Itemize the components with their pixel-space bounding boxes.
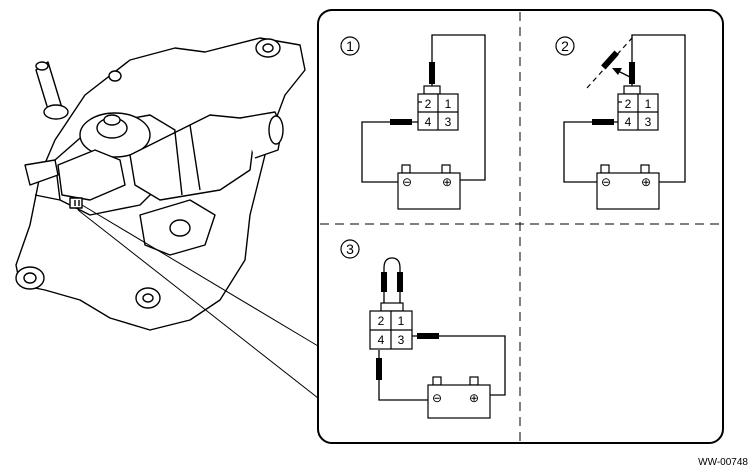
pin-label: 2 [625, 97, 632, 111]
battery-positive-terminal: ⊕ [641, 175, 651, 189]
pin-label: 3 [645, 115, 652, 129]
svg-text:1: 1 [346, 38, 354, 54]
step-marker: 3 [340, 239, 360, 259]
probe-lead [429, 62, 435, 84]
panel-2: 2 2 1 4 3 ⊖ [555, 34, 686, 210]
battery-negative-terminal: ⊖ [432, 391, 442, 405]
panel-1: 1 2 1 4 3 ⊖ ⊕ [340, 34, 486, 210]
svg-text:2: 2 [561, 38, 569, 54]
pin-label: 2 [378, 314, 385, 328]
wiper-motor-illustration [15, 37, 306, 331]
probe-lead [376, 358, 382, 380]
quadrant-dividers [320, 12, 721, 441]
battery-negative-terminal: ⊖ [402, 175, 412, 189]
battery [397, 164, 461, 210]
connector [369, 302, 413, 350]
disconnected-lead [586, 37, 633, 89]
callout-lines [77, 204, 319, 399]
svg-text:3: 3 [346, 241, 354, 257]
pin-label: 1 [445, 97, 452, 111]
probe-lead [390, 119, 412, 125]
battery-negative-terminal: ⊖ [601, 175, 611, 189]
battery [596, 164, 660, 210]
probe-lead [592, 119, 614, 125]
pin-label: 2 [425, 97, 432, 111]
pin-label: 3 [398, 333, 405, 347]
pin-label: 4 [378, 333, 385, 347]
connector [417, 85, 459, 131]
probe-lead [417, 333, 439, 339]
pin-label: 4 [425, 115, 432, 129]
probe-lead [629, 62, 635, 84]
jumper-loop [381, 257, 403, 303]
battery-positive-terminal: ⊕ [442, 175, 452, 189]
battery-positive-terminal: ⊕ [469, 391, 479, 405]
figure-reference: WW-00748 [698, 457, 748, 468]
connector [617, 85, 659, 131]
pin-label: 4 [625, 115, 632, 129]
pin-label: 1 [398, 314, 405, 328]
detail-frame [317, 9, 724, 444]
pin-label: 3 [445, 115, 452, 129]
pin-label: 1 [645, 97, 652, 111]
panel-3: 3 2 1 4 3 ⊖ ⊕ [340, 239, 506, 419]
step-marker: 1 [340, 36, 360, 56]
step-marker: 2 [555, 36, 575, 56]
battery [427, 376, 491, 419]
